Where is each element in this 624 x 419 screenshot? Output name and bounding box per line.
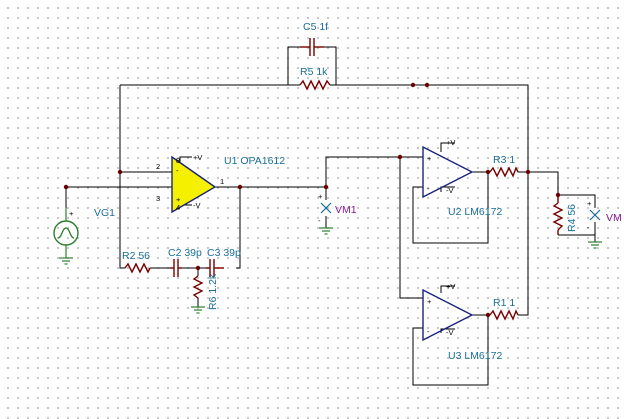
junction — [397, 154, 403, 160]
opamp-u2[interactable] — [422, 145, 474, 199]
wire-u2-minus-v — [440, 186, 455, 192]
junction — [117, 169, 123, 175]
wire-top-right — [330, 84, 529, 172]
junction — [525, 169, 531, 175]
u2-minus-sign: - — [427, 184, 430, 193]
wire-to-buffers — [325, 156, 413, 187]
label-c5: C5 1f — [303, 21, 328, 33]
wire-u3-plus-v — [440, 285, 455, 293]
wire-u2-plus-v — [440, 142, 455, 152]
u1-plus-v: +V — [193, 153, 202, 162]
u3-minus-v: -V — [446, 328, 454, 337]
label-vm1: VM1 — [335, 204, 357, 216]
wires — [65, 46, 596, 386]
junctions — [63, 82, 561, 318]
resistor-r6[interactable] — [192, 275, 204, 299]
u1-minus-v: -V — [193, 201, 201, 210]
ground-icon — [191, 306, 205, 314]
resistor-r5[interactable] — [299, 79, 331, 91]
wire-r3-out — [518, 171, 559, 195]
u1-pin-1: 1 — [220, 177, 224, 186]
opamp-u1[interactable] — [171, 155, 217, 214]
u1-pin-3: 3 — [156, 194, 160, 203]
label-u1: U1 OPA1612 — [224, 155, 285, 167]
ground-icon — [59, 257, 73, 265]
junction — [410, 82, 416, 88]
wire-vm-top — [558, 194, 596, 208]
vm1-plus-sign: + — [318, 192, 323, 201]
label-u3: U3 LM6172 — [448, 350, 502, 362]
u3-plus-sign: + — [427, 297, 432, 306]
wire-u1-plus-v — [179, 156, 192, 162]
u1-pin-2: 2 — [156, 162, 160, 171]
junction — [63, 184, 69, 190]
capacitor-c2[interactable] — [170, 259, 182, 277]
u1-pin-8: 8 — [176, 156, 180, 165]
label-vg1: VG1 — [94, 207, 115, 219]
wire-c5-left — [287, 46, 300, 85]
label-vm: VM — [606, 212, 622, 224]
resistor-r4[interactable] — [552, 195, 564, 235]
voltage-source-vg1[interactable] — [53, 208, 79, 258]
u1-minus-sign: - — [176, 166, 179, 175]
junction — [424, 82, 430, 88]
wire-out-feedback — [236, 187, 241, 269]
junction — [485, 169, 491, 175]
u1-plus-sign: + — [176, 195, 181, 204]
wire-u3-minus-v — [440, 328, 455, 333]
wire-r1-out — [518, 172, 529, 316]
label-c2: C2 39p — [168, 247, 202, 259]
resistor-r1[interactable] — [489, 309, 519, 321]
u3-plus-v: +V — [446, 282, 455, 291]
junction — [485, 312, 491, 318]
label-u2: U2 LM6172 — [448, 206, 502, 218]
junction — [195, 265, 201, 271]
junction — [237, 184, 243, 190]
resistor-r3[interactable] — [489, 166, 519, 178]
resistor-r2[interactable] — [124, 262, 151, 274]
vm-plus-sign: + — [587, 199, 592, 208]
wire-u3-in — [399, 157, 423, 299]
voltmeter-vm1[interactable] — [320, 202, 332, 214]
ground-icon — [588, 241, 602, 249]
wire-u2-feedback — [412, 172, 489, 244]
vg1-plus-sign: + — [69, 209, 74, 218]
label-c3: C3 39p — [207, 247, 241, 259]
label-r3: R3 1 — [493, 154, 515, 166]
junction — [323, 184, 329, 190]
wire-left-vertical — [119, 85, 125, 269]
voltmeter-vm[interactable] — [589, 209, 601, 221]
vm-minus-sign: - — [587, 223, 590, 232]
ground-icon — [319, 227, 333, 235]
opamp-u3[interactable] — [422, 288, 474, 342]
u2-minus-v: -V — [446, 186, 454, 195]
capacitor-c3[interactable] — [206, 259, 224, 277]
capacitor-c5[interactable] — [300, 38, 324, 56]
wire-c5-right — [324, 46, 337, 85]
u1-pin-4: 4 — [176, 203, 180, 212]
label-r4: R4 56 — [566, 204, 578, 232]
u3-minus-sign: - — [427, 327, 430, 336]
vm1-minus-sign: - — [318, 216, 321, 225]
u2-plus-sign: + — [427, 154, 432, 163]
label-r1: R1 1 — [493, 297, 515, 309]
wire-u3-feedback — [412, 315, 489, 386]
label-r6: R6 1.2k — [207, 273, 219, 310]
label-r2: R2 56 — [122, 250, 150, 262]
u2-plus-v: +V — [446, 138, 455, 147]
label-r5: R5 1k — [300, 66, 328, 78]
